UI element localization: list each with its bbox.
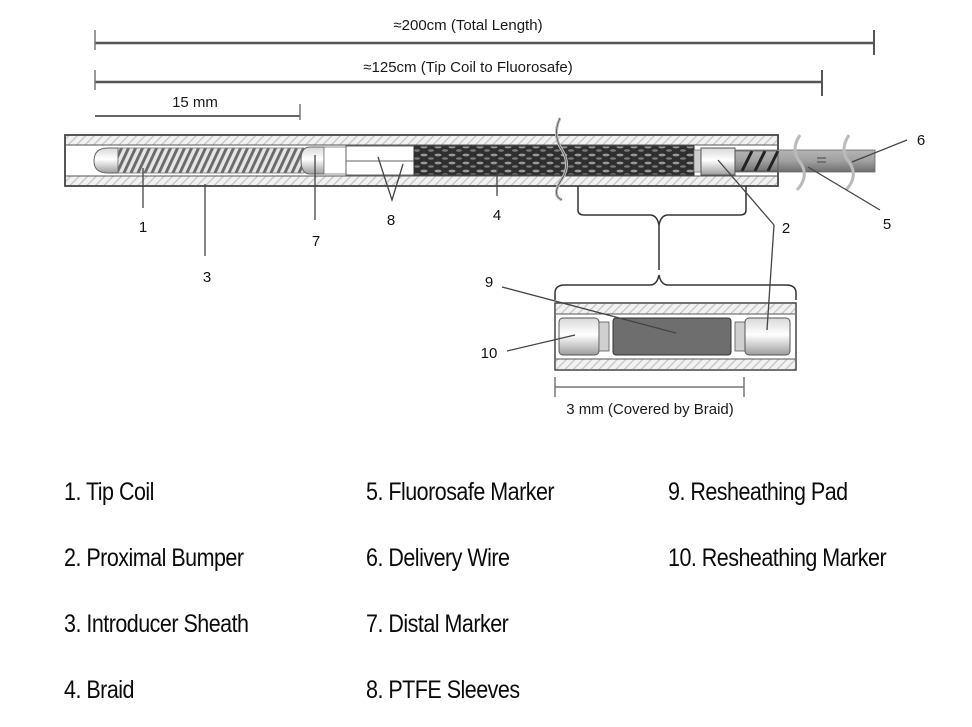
callout-5: 5 <box>883 216 891 233</box>
dimension-tip-length-label: 15 mm <box>172 94 218 111</box>
callout-8: 8 <box>387 212 395 229</box>
braid <box>413 145 705 176</box>
dimension-total-length: ≈200cm (Total Length) <box>94 17 875 55</box>
wire-coil <box>740 150 780 172</box>
dimension-total-length-label: ≈200cm (Total Length) <box>393 17 542 34</box>
tip-coil <box>93 147 305 174</box>
dimension-detail: 3 mm (Covered by Braid) <box>554 377 745 418</box>
leader-lines <box>142 139 908 352</box>
dimension-tip-to-fluorosafe-label: ≈125cm (Tip Coil to Fluorosafe) <box>363 59 572 76</box>
callout-4: 4 <box>493 207 501 224</box>
resheathing-pad <box>612 317 732 356</box>
ptfe-sleeves <box>345 145 415 176</box>
callout-2: 2 <box>782 220 790 237</box>
callout-1: 1 <box>139 219 147 236</box>
detail-bracket <box>577 186 747 226</box>
callout-10: 10 <box>481 345 498 362</box>
proximal-bumper <box>700 147 736 176</box>
resheathing-marker <box>558 317 600 356</box>
callout-7: 7 <box>312 233 320 250</box>
distal-marker <box>300 146 347 175</box>
callout-6: 6 <box>917 132 925 149</box>
callout-9: 9 <box>485 274 493 291</box>
fluorosafe-marker <box>817 157 826 163</box>
dimension-tip-to-fluorosafe: ≈125cm (Tip Coil to Fluorosafe) <box>94 59 823 96</box>
callout-3: 3 <box>203 269 211 286</box>
dimension-detail-label: 3 mm (Covered by Braid) <box>566 401 734 418</box>
delivery-wire <box>734 134 876 192</box>
dimension-tip-length: 15 mm <box>95 94 301 120</box>
detail-view <box>554 302 797 371</box>
